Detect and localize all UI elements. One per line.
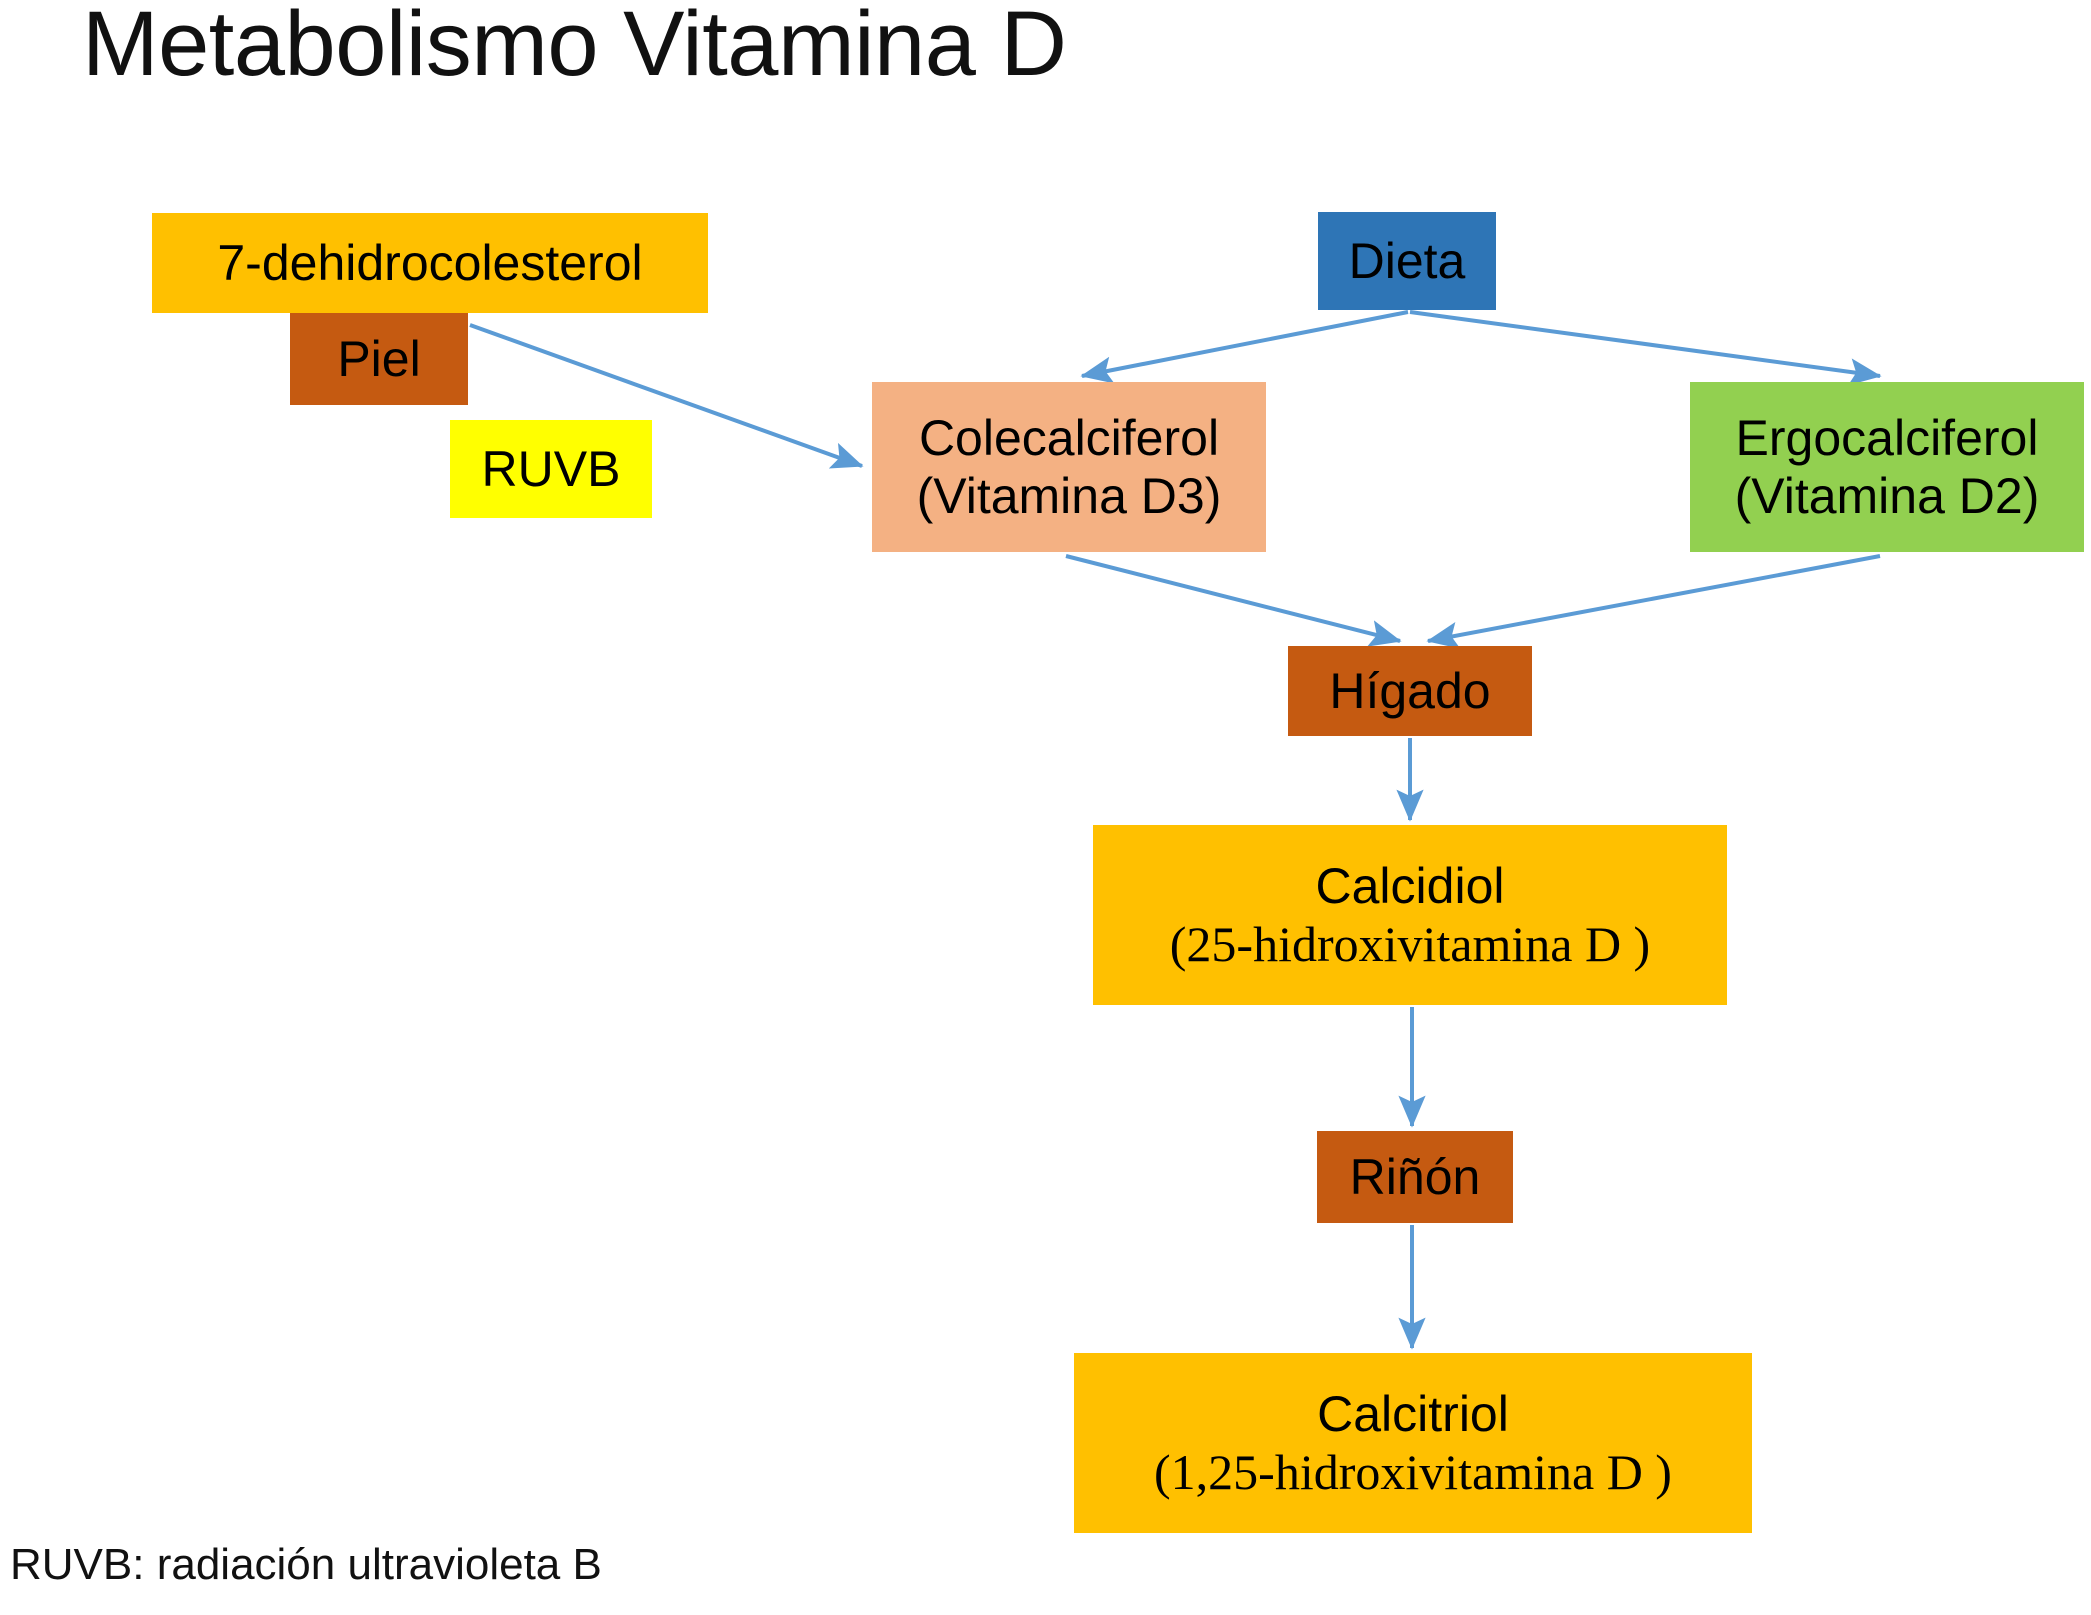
- node-label: RUVB: [481, 441, 621, 497]
- node-calcitriol[interactable]: Calcitriol (1,25-hidroxivitamina D ): [1074, 1353, 1752, 1533]
- node-higado[interactable]: Hígado: [1288, 646, 1532, 736]
- node-sublabel: (25-hidroxivitamina D ): [1169, 916, 1651, 972]
- node-rinon[interactable]: Riñón: [1317, 1131, 1513, 1223]
- node-colecalciferol[interactable]: Colecalciferol (Vitamina D3): [872, 382, 1266, 552]
- edge-ergocalciferol-higado: [1426, 554, 1881, 649]
- edge-colecalciferol-higado: [1065, 554, 1402, 647]
- node-ergocalciferol[interactable]: Ergocalciferol (Vitamina D2): [1690, 382, 2084, 552]
- node-ruvb[interactable]: RUVB: [450, 420, 652, 518]
- node-sublabel: (1,25-hidroxivitamina D ): [1154, 1444, 1672, 1500]
- node-label: 7-dehidrocolesterol: [217, 235, 643, 291]
- node-label: Colecalciferol: [918, 410, 1220, 466]
- node-sublabel: (Vitamina D3): [916, 468, 1222, 524]
- edge-dieta-ergocalciferol: [1409, 310, 1882, 386]
- node-calcidiol[interactable]: Calcidiol (25-hidroxivitamina D ): [1093, 825, 1727, 1005]
- page-title: Metabolismo Vitamina D: [82, 0, 1067, 95]
- node-label: Riñón: [1349, 1149, 1481, 1205]
- node-dieta[interactable]: Dieta: [1318, 212, 1496, 310]
- node-piel[interactable]: Piel: [290, 313, 468, 405]
- node-label: Calcidiol: [1315, 858, 1505, 914]
- node-label: Ergocalciferol: [1735, 410, 2039, 466]
- footnote-ruvb: RUVB: radiación ultravioleta B: [10, 1540, 602, 1589]
- edge-dieta-colecalciferol: [1080, 310, 1409, 384]
- node-7-dehidrocolesterol[interactable]: 7-dehidrocolesterol: [152, 213, 708, 313]
- node-label: Dieta: [1348, 233, 1466, 289]
- node-sublabel: (Vitamina D2): [1734, 468, 2040, 524]
- node-label: Calcitriol: [1317, 1386, 1509, 1442]
- node-label: Piel: [337, 331, 421, 387]
- node-label: Hígado: [1329, 663, 1491, 719]
